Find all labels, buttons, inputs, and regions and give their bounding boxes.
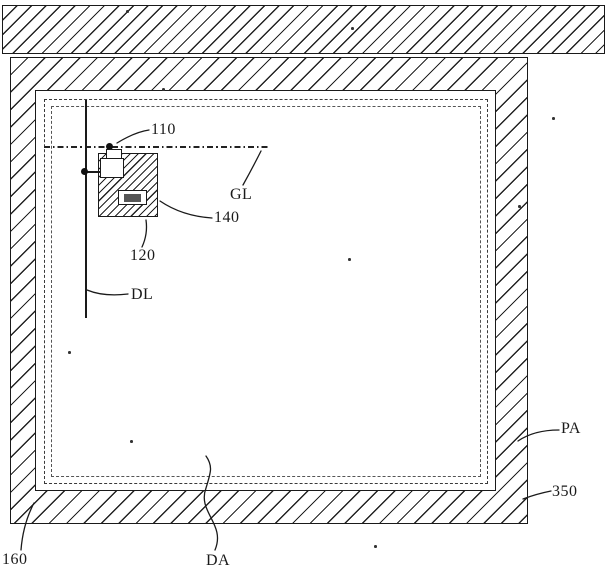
artifact-speck: [351, 27, 354, 30]
tft-channel-step-lower: [100, 158, 124, 178]
label-pa: PA: [561, 420, 581, 437]
artifact-speck: [126, 10, 129, 13]
label-140: 140: [214, 209, 240, 226]
pixel-contact-inner: [124, 194, 141, 202]
label-120: 120: [130, 247, 156, 264]
label-da: DA: [206, 552, 231, 569]
data-contact-stub: [85, 171, 101, 173]
label-dl: DL: [131, 286, 154, 303]
data-contact-dot: [81, 168, 88, 175]
artifact-speck: [130, 440, 133, 443]
artifact-speck: [162, 88, 165, 91]
label-350: 350: [552, 483, 578, 500]
artifact-speck: [68, 351, 71, 354]
display-area-boundary: [51, 106, 481, 477]
label-gl: GL: [230, 186, 253, 203]
seal-line-outer: [44, 99, 488, 484]
top-hatched-band: [2, 5, 605, 54]
artifact-speck: [552, 117, 555, 120]
data-line: [85, 100, 87, 318]
gate-contact-dot: [106, 143, 113, 150]
artifact-speck: [518, 205, 521, 208]
artifact-speck: [374, 545, 377, 548]
label-160: 160: [2, 551, 28, 568]
gate-line: [44, 146, 268, 148]
label-110: 110: [151, 121, 176, 138]
artifact-speck: [348, 258, 351, 261]
